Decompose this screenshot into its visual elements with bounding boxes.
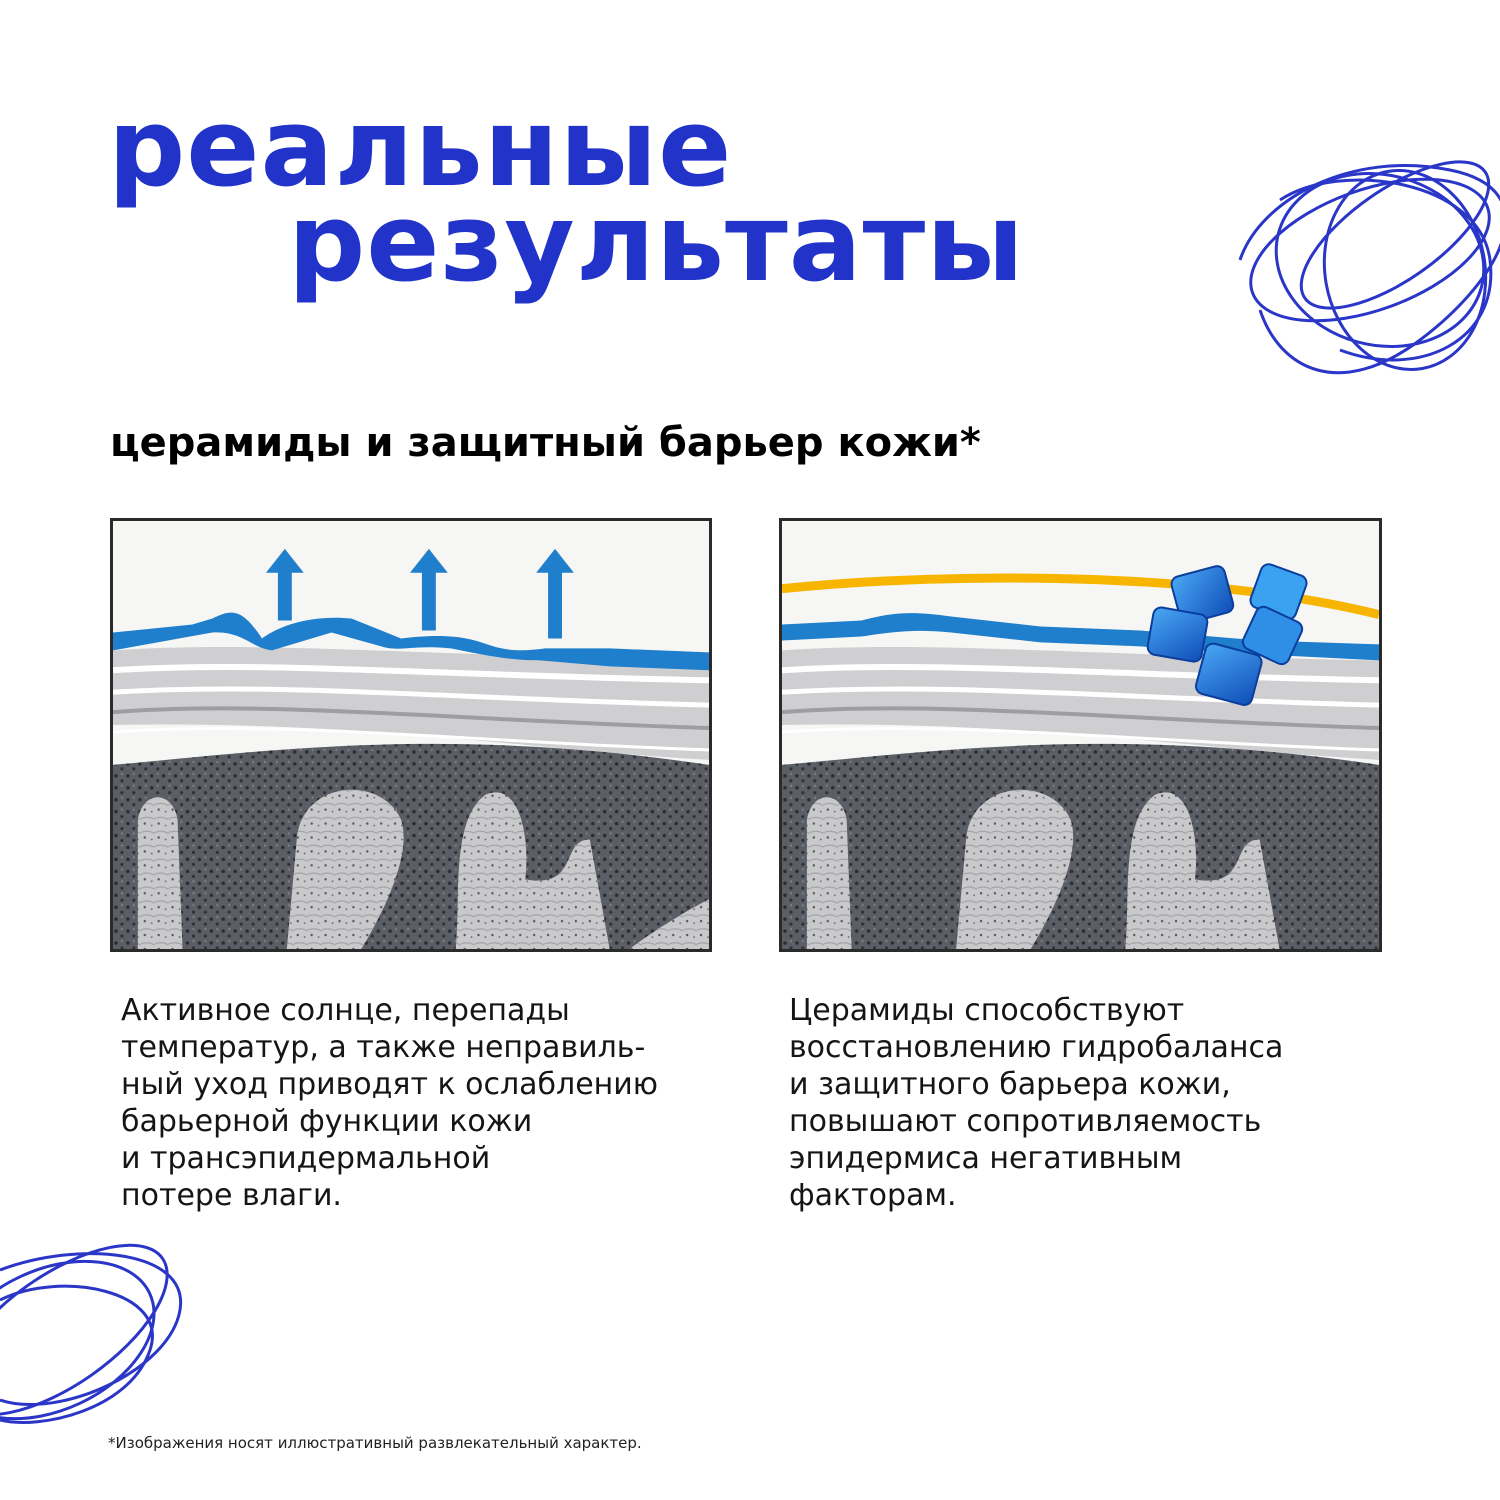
caption-line: факторам. (789, 1178, 957, 1213)
caption-line: температур, а также неправиль- (121, 1030, 646, 1065)
caption-line: Церамиды способствуют (789, 993, 1185, 1028)
up-arrow-icon (265, 548, 574, 639)
title-line-2: результаты (288, 181, 1025, 306)
caption-line: ный уход приводят к ослаблению (121, 1067, 659, 1102)
caption-line: Активное солнце, перепады (121, 993, 570, 1028)
scribble-decoration-bottom (0, 1243, 183, 1424)
subtitle: церамиды и защитный барьер кожи* (110, 420, 981, 466)
scribble-decoration-top (1238, 160, 1500, 375)
ceramide-cube-icon (1146, 563, 1308, 706)
caption-line: эпидермиса негативным (789, 1141, 1183, 1176)
caption-line: повышают сопротивляемость (789, 1104, 1262, 1139)
caption-line: барьерной функции кожи (121, 1104, 533, 1139)
title-line-1: реальные (108, 86, 733, 211)
skin-illustration-before (110, 518, 712, 952)
caption-line: восстановлению гидробаланса (789, 1030, 1284, 1065)
skin-illustration-after (779, 518, 1382, 952)
caption-line: и трансэпидермальной (121, 1141, 491, 1176)
caption-after: Церамиды способствуют восстановлению гид… (789, 992, 1409, 1214)
caption-line: потере влаги. (121, 1178, 342, 1213)
caption-line: и защитного барьера кожи, (789, 1067, 1231, 1102)
caption-before: Активное солнце, перепады температур, а … (121, 992, 741, 1214)
footnote: *Изображения носят иллюстративный развле… (108, 1434, 642, 1452)
